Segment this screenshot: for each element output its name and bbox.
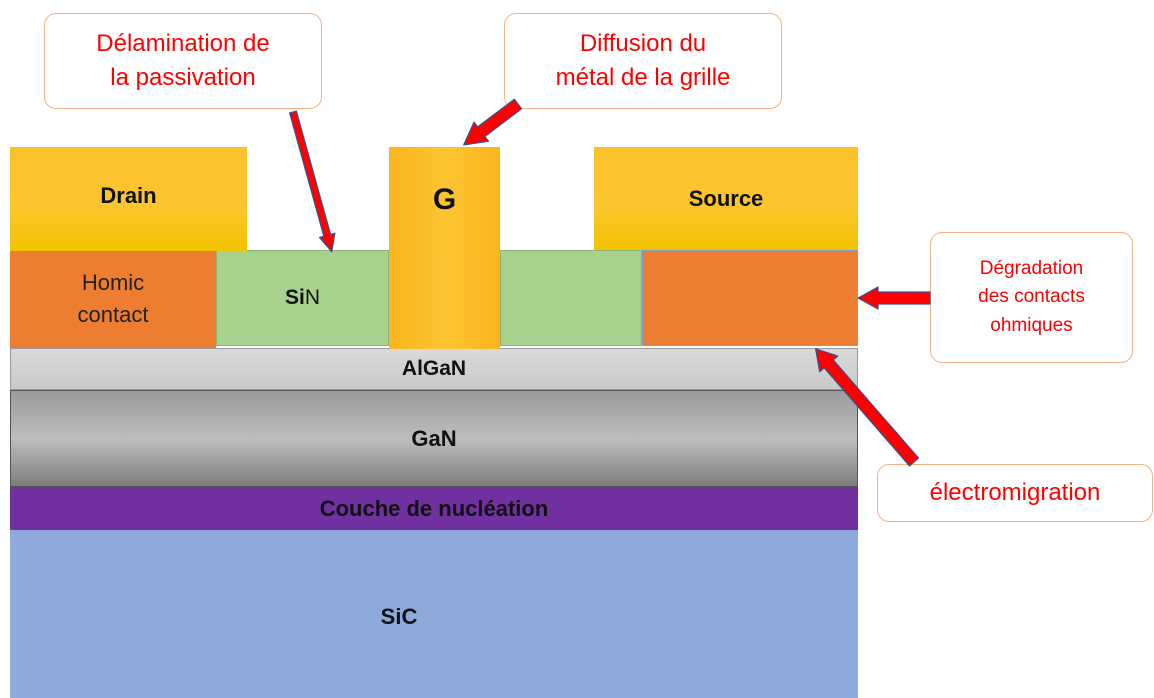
ohmic-contact-label-line2: contact xyxy=(77,302,149,327)
source-electrode: Source xyxy=(594,147,858,250)
callout-electromigration: électromigration xyxy=(877,464,1153,522)
algan-layer: AlGaN xyxy=(10,348,858,390)
drain-label: Drain xyxy=(100,183,157,208)
sin-passivation-right xyxy=(500,250,642,346)
sic-label: SiC xyxy=(380,604,418,629)
callout-delamination-line2: la passivation xyxy=(110,64,256,91)
gate-label: G xyxy=(432,183,457,216)
callout-ohmic-degradation: Dégradation des contacts ohmiques xyxy=(930,232,1133,363)
sin-label-regular: N xyxy=(304,286,320,309)
sin-label: SiN xyxy=(285,286,320,310)
callout-degradation-line1: Dégradation xyxy=(979,257,1084,279)
sin-passivation-left: SiN xyxy=(216,250,389,346)
callout-degradation-line3: ohmiques xyxy=(990,314,1073,336)
gan-label: GaN xyxy=(411,425,457,451)
gan-layer: GaN xyxy=(10,390,858,487)
sin-label-bold: Si xyxy=(284,286,305,309)
sic-substrate-layer: SiC xyxy=(10,530,858,698)
drain-electrode: Drain xyxy=(10,147,247,251)
callout-gate-diffusion: Diffusion du métal de la grille xyxy=(504,13,782,109)
callout-electromigration-text: électromigration xyxy=(929,478,1101,506)
nucleation-layer: Couche de nucléation xyxy=(10,487,858,530)
ohmic-contact-label-line1: Homic xyxy=(81,270,145,296)
callout-diffusion-line2: métal de la grille xyxy=(555,64,731,91)
algan-label: AlGaN xyxy=(401,357,467,380)
gate-electrode: G xyxy=(389,147,500,349)
callout-delamination: Délamination de la passivation xyxy=(44,13,322,109)
arrow-ohmic-degradation xyxy=(857,286,931,310)
source-label: Source xyxy=(688,185,764,211)
nucleation-label: Couche de nucléation xyxy=(319,495,549,521)
ohmic-contact-right xyxy=(642,250,858,346)
arrow-delamination xyxy=(289,110,336,253)
ohmic-contact-left: Homic contact xyxy=(10,250,216,348)
callout-diffusion-line1: Diffusion du xyxy=(579,29,707,57)
callout-delamination-line1: Délamination de xyxy=(96,29,270,57)
callout-degradation-line2: des contacts xyxy=(978,286,1085,308)
